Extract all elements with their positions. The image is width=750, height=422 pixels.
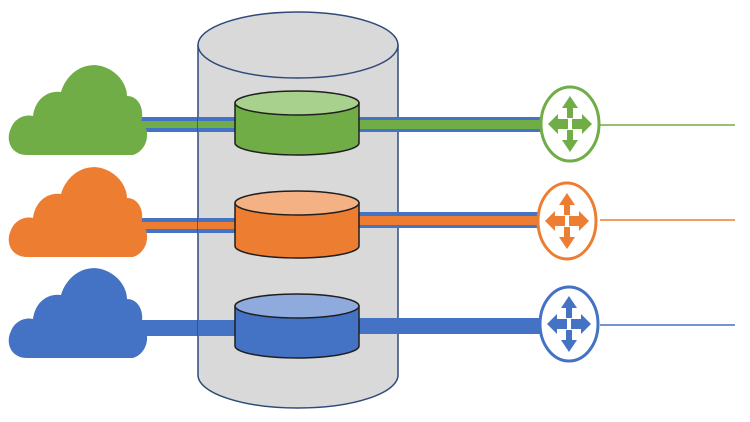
router-icon bbox=[536, 181, 598, 261]
cloud-icon bbox=[8, 167, 148, 257]
pipe-right-green bbox=[356, 117, 544, 132]
output-lines bbox=[600, 124, 735, 326]
pipe-right-orange bbox=[356, 212, 544, 228]
database-icon bbox=[234, 90, 360, 156]
pipe-inner-blue bbox=[198, 320, 238, 336]
inner-databases bbox=[234, 90, 360, 359]
clouds bbox=[8, 65, 148, 358]
routers bbox=[536, 85, 601, 363]
cloud-icon bbox=[8, 268, 148, 358]
pipe-right-blue bbox=[356, 318, 544, 334]
pipe-inner-orange bbox=[198, 218, 238, 233]
database-icon bbox=[234, 293, 360, 359]
router-icon bbox=[539, 85, 601, 163]
database-icon bbox=[234, 190, 360, 259]
inner-pipes bbox=[198, 117, 238, 336]
pipe-inner-green bbox=[198, 117, 238, 132]
right-pipes bbox=[356, 117, 544, 334]
cloud-icon bbox=[8, 65, 148, 155]
router-icon bbox=[538, 285, 600, 363]
